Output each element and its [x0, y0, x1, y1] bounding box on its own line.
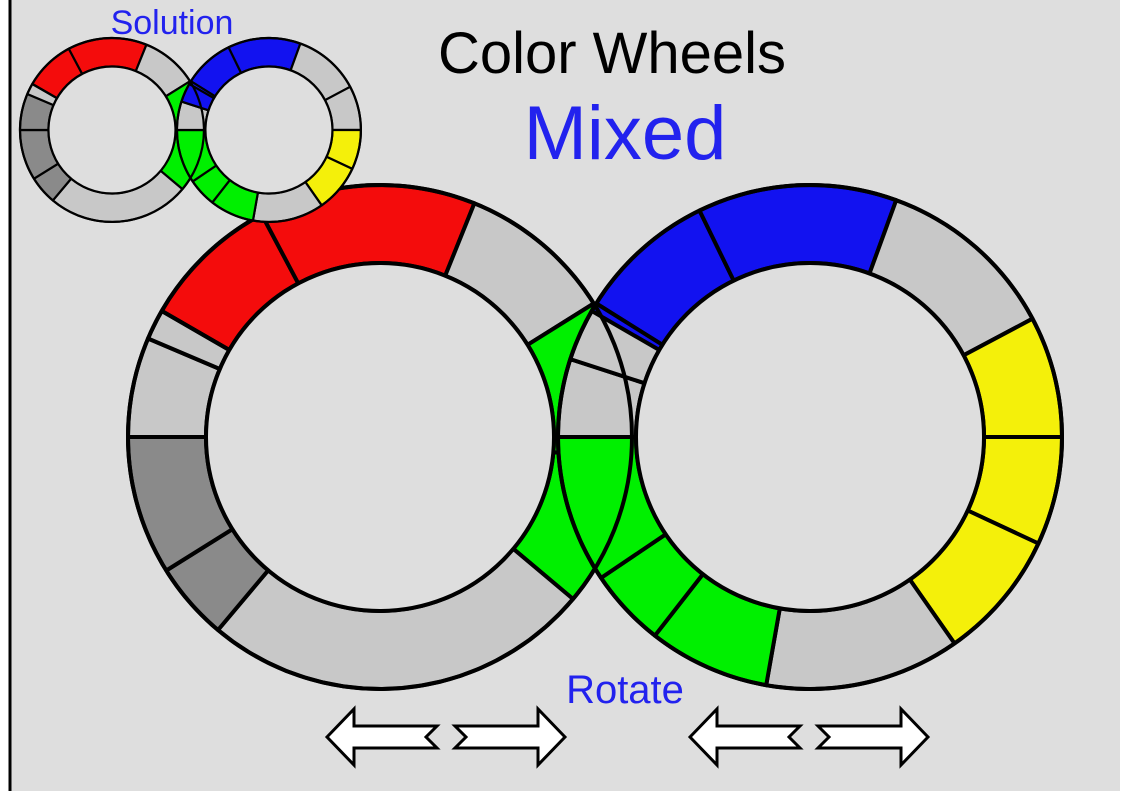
rotate-right-wheel-cw-button[interactable]: [814, 705, 931, 769]
left-arrow-icon: [687, 705, 804, 769]
left-wheel-outline: [18, 36, 206, 223]
rotate-controls: [324, 705, 931, 769]
left-wheel-hub: [47, 65, 177, 195]
solution-preview: [18, 36, 363, 224]
right-wheel-hub: [633, 261, 987, 613]
right-wheel-outline: [555, 183, 1065, 691]
left-arrow-icon: [324, 705, 441, 769]
rotate-left-wheel-ccw-button[interactable]: [324, 705, 441, 769]
scramble-status: Mixed: [524, 91, 727, 176]
solution-label: Solution: [111, 4, 234, 42]
left-wheel-hub: [203, 261, 557, 613]
left-wheel-outline: [125, 183, 635, 691]
right-wheel-hub: [204, 65, 334, 195]
right-arrow-icon: [451, 705, 568, 769]
rotate-left-wheel-cw-button[interactable]: [451, 705, 568, 769]
main-puzzle: [125, 183, 1065, 691]
rotate-label: Rotate: [566, 668, 684, 712]
rotate-right-wheel-ccw-button[interactable]: [687, 705, 804, 769]
right-wheel-outline: [175, 36, 363, 223]
right-arrow-icon: [814, 705, 931, 769]
game-title: Color Wheels: [438, 21, 786, 86]
